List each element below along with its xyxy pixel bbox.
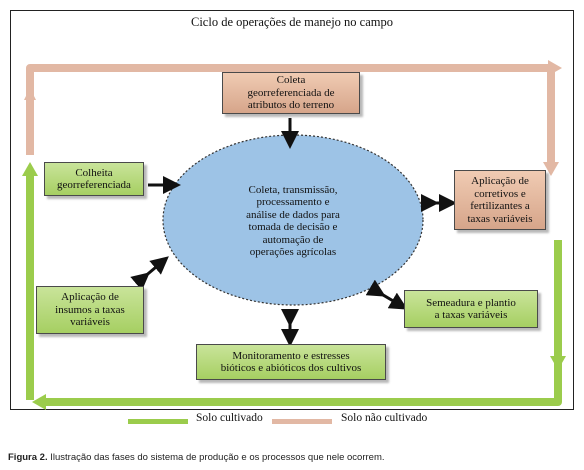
center-line: tomada de decisão e (248, 221, 338, 234)
box-coleta-line: atributos do terreno (247, 99, 335, 112)
central-process-text: Coleta, transmissão, processamento e aná… (205, 184, 381, 258)
central-process-ellipse (162, 134, 424, 306)
box-aplicacao-insumos: Aplicação de insumos a taxas variáveis (36, 286, 144, 334)
legend (128, 419, 332, 424)
box-colheita-line: georreferenciada (57, 179, 131, 191)
box-colheita-line: Colheita (75, 166, 113, 179)
box-insumos-line: Aplicação de (61, 291, 119, 304)
diagram-frame (10, 10, 574, 410)
box-insumos-line: insumos a taxas (55, 303, 125, 316)
box-coleta-line: georreferenciada de (247, 86, 335, 99)
box-corretivos-line: taxas variáveis (467, 212, 533, 225)
caption-label: Figura 2. (8, 452, 48, 463)
box-semeadura-line: Semeadura e plantio (426, 296, 516, 309)
connector-arrows (130, 118, 457, 347)
box-corretivos-line: Aplicação de (471, 175, 529, 187)
box-monitoramento-line: Monitoramento e estresses (232, 349, 350, 362)
box-semeadura-plantio: Semeadura e plantio a taxas variáveis (404, 290, 538, 328)
salmon-cycle-arrow (24, 60, 562, 176)
legend-salmon-swatch (272, 419, 332, 424)
box-corretivos-line: corretivos e (474, 187, 526, 200)
box-coleta-georreferenciada: Coleta georreferenciada de atributos do … (222, 72, 360, 114)
legend-green-swatch (128, 419, 188, 424)
legend-salmon-label: Solo não cultivado (341, 412, 428, 424)
green-cycle-arrow (22, 162, 566, 410)
arrow-center-insumos (130, 256, 169, 291)
center-line: análise de dados para (246, 208, 340, 221)
box-aplicacao-corretivos: Aplicação de corretivos e fertilizantes … (454, 170, 546, 230)
box-coleta-line: Coleta (276, 74, 306, 87)
center-line: Coleta, transmissão, (248, 184, 338, 196)
diagram-title: Ciclo de operações de manejo no campo (190, 15, 393, 29)
center-line: operações agrícolas (249, 246, 337, 259)
box-monitoramento-line: bióticos e abióticos dos cultivos (220, 362, 362, 374)
center-line: automação de (262, 233, 324, 246)
figure-caption: Figura 2. Ilustração das fases do sistem… (8, 452, 578, 463)
box-monitoramento: Monitoramento e estresses bióticos e abi… (196, 344, 386, 380)
box-colheita-georreferenciada: Colheita georreferenciada (44, 162, 144, 196)
center-line: processamento e (256, 196, 330, 209)
box-insumos-line: variáveis (70, 316, 110, 329)
box-semeadura-line: a taxas variáveis (434, 309, 508, 321)
box-corretivos-line: fertilizantes a (470, 200, 530, 212)
caption-text: Ilustração das fases do sistema de produ… (50, 452, 385, 463)
legend-green-label: Solo cultivado (196, 412, 263, 424)
arrow-center-semeadura (365, 279, 408, 310)
